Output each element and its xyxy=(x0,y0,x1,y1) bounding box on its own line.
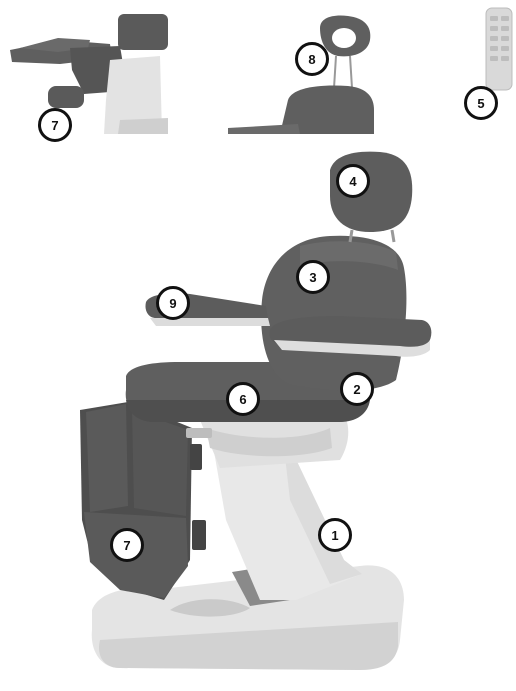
callout-7-main: 7 xyxy=(110,528,144,562)
callout-4: 4 xyxy=(336,164,370,198)
callout-8: 8 xyxy=(295,42,329,76)
callout-7-inset: 7 xyxy=(38,108,72,142)
callout-2: 2 xyxy=(340,372,374,406)
callout-1: 1 xyxy=(318,518,352,552)
callout-6: 6 xyxy=(226,382,260,416)
callout-9: 9 xyxy=(156,286,190,320)
callout-5: 5 xyxy=(464,86,498,120)
callout-3: 3 xyxy=(296,260,330,294)
